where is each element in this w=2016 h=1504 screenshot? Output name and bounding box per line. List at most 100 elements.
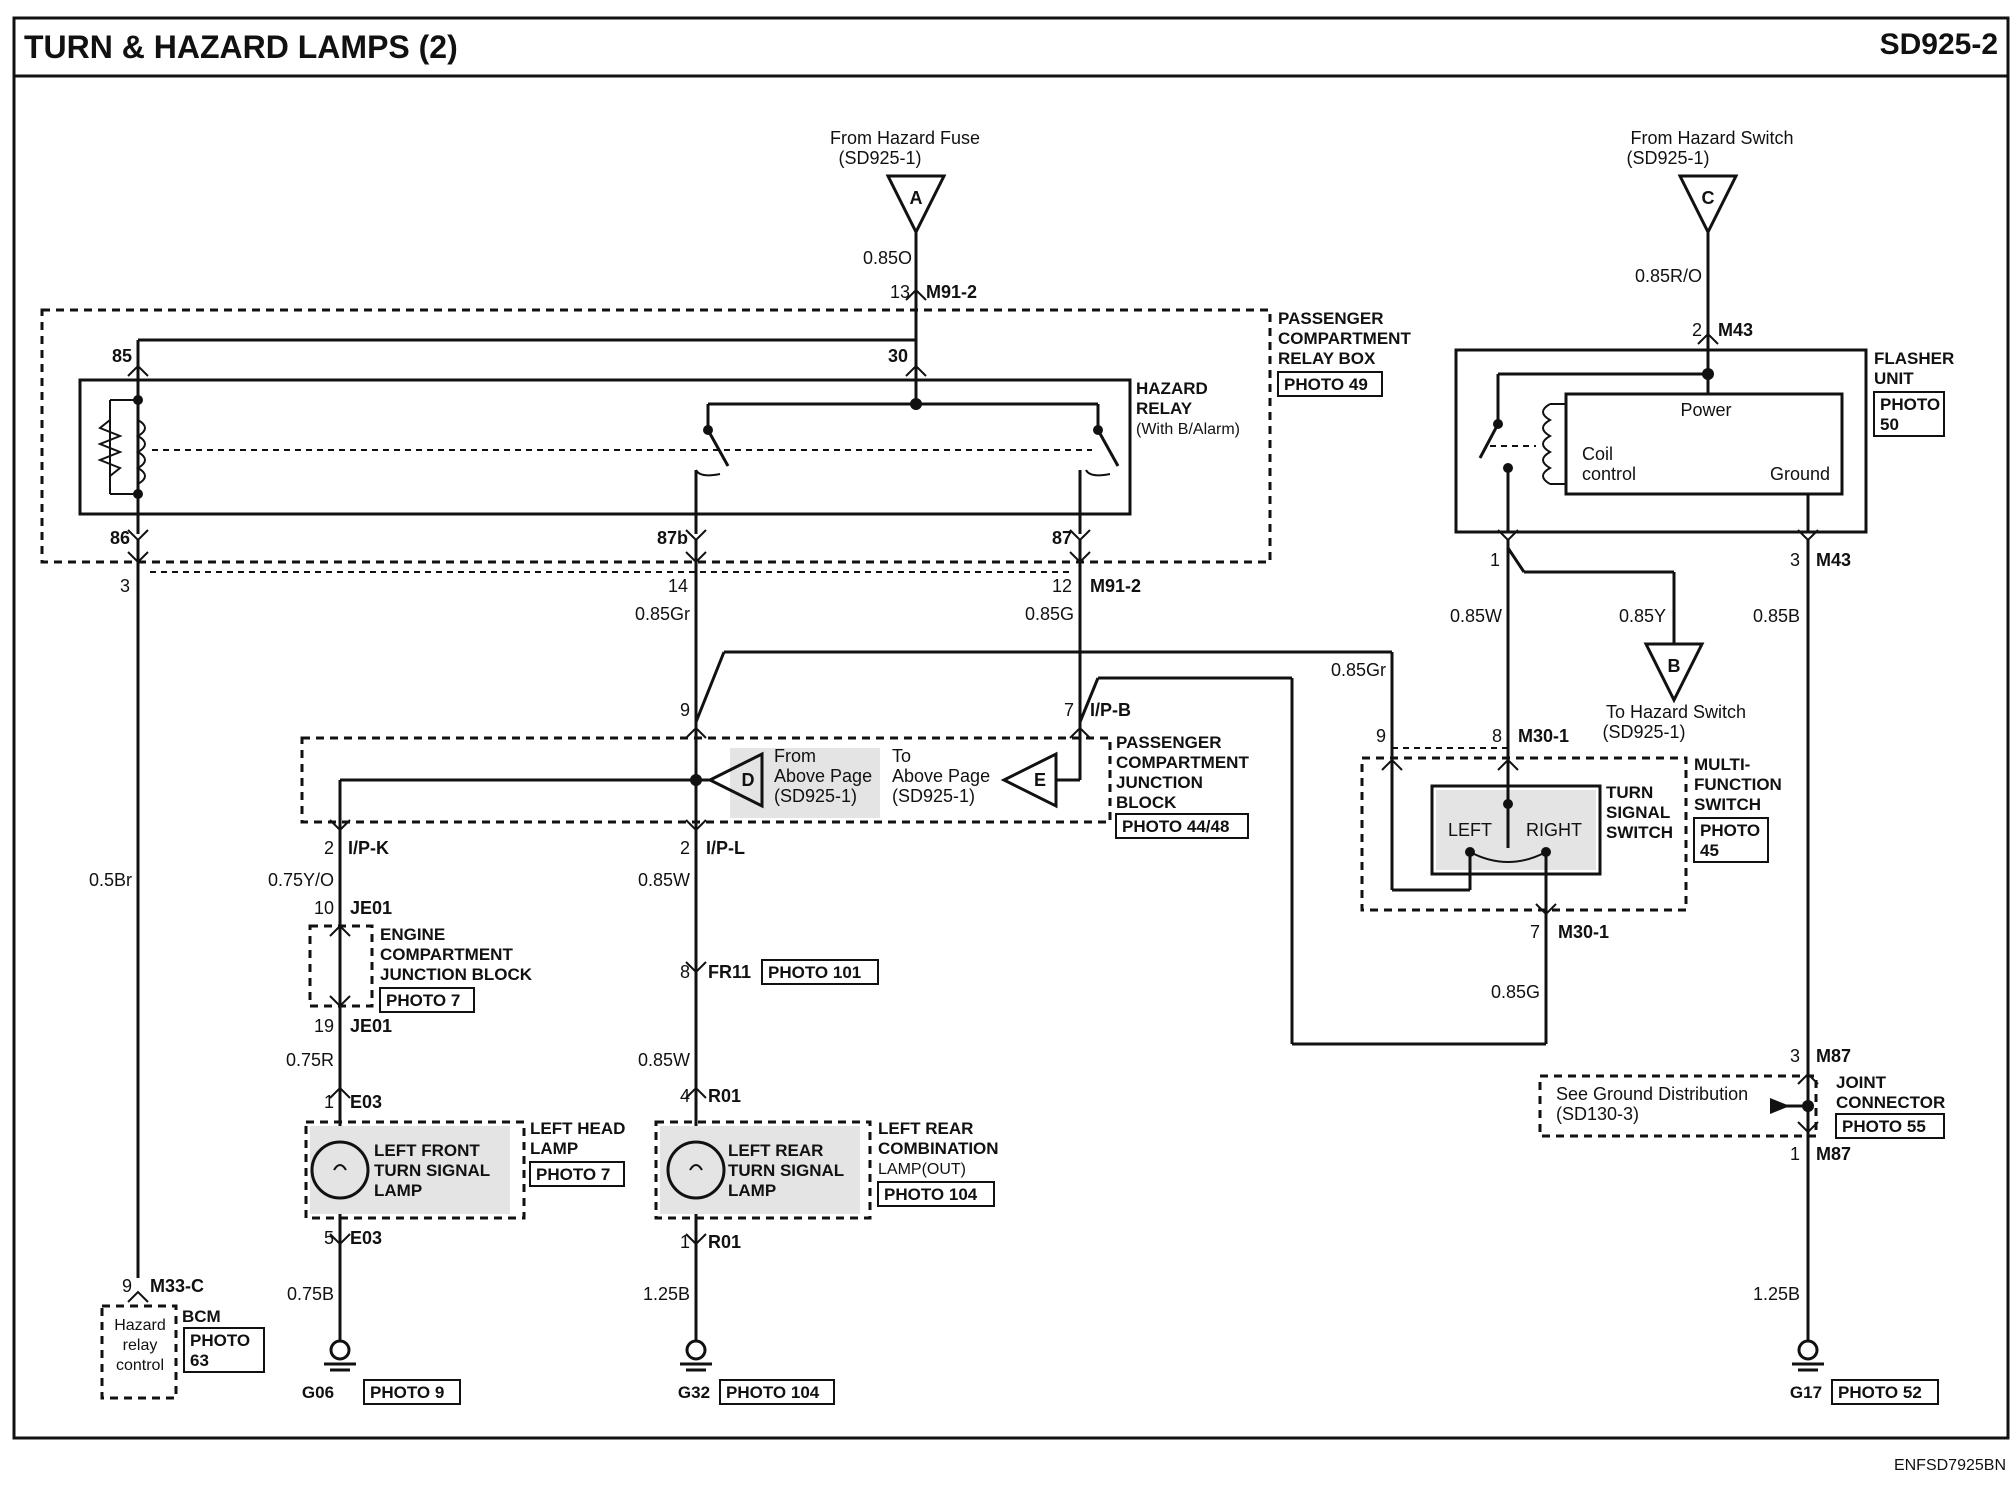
svg-text:PHOTO 55: PHOTO 55 — [1842, 1117, 1926, 1136]
svg-text:(SD130-3): (SD130-3) — [1556, 1104, 1639, 1124]
svg-text:COMPARTMENT: COMPARTMENT — [380, 945, 513, 964]
svg-text:PHOTO: PHOTO — [1700, 821, 1760, 840]
multifunction-outline — [1360, 756, 1688, 912]
relay-pin-85: 85 — [112, 346, 132, 366]
hazard-switch-source: From Hazard Switch (SD925-1) C — [1626, 128, 1794, 236]
fr11-photo-box — [761, 959, 879, 985]
ipb-pin-9: 9 — [680, 700, 690, 720]
wire-label-075r: 0.75R — [286, 1050, 334, 1070]
svg-text:control: control — [116, 1357, 164, 1374]
left-front-lamp-bulb — [310, 1140, 370, 1200]
connector-m43-bottom: M43 — [1816, 550, 1851, 570]
wire-label-05br: 0.5Br — [89, 870, 132, 890]
left-rear-lamp-label: LEFT REAR TURN SIGNAL LAMP — [728, 1141, 844, 1200]
pin-12: 12 — [1052, 576, 1072, 596]
svg-text:PASSENGER: PASSENGER — [1278, 309, 1384, 328]
svg-text:PHOTO 9: PHOTO 9 — [370, 1383, 444, 1402]
diagram-frame — [12, 16, 2010, 1440]
pin-1-flasher: 1 — [1490, 550, 1500, 570]
svg-text:To Hazard Switch: To Hazard Switch — [1606, 702, 1746, 722]
connector-ipk: I/P-K — [348, 838, 389, 858]
svg-text:E: E — [1034, 770, 1046, 790]
svg-text:PHOTO 104: PHOTO 104 — [726, 1383, 820, 1402]
flasher-module — [1564, 392, 1844, 496]
svg-text:COMPARTMENT: COMPARTMENT — [1116, 753, 1249, 772]
m30-pin-8: 8 — [1492, 726, 1502, 746]
left-rear-lamp-bulb — [666, 1140, 726, 1200]
turn-signal-switch-label: TURN SIGNAL SWITCH — [1606, 783, 1673, 842]
connector-r01-top: R01 — [708, 1086, 741, 1106]
je01-pin-10: 10 — [314, 898, 334, 918]
svg-text:CONNECTOR: CONNECTOR — [1836, 1093, 1945, 1112]
turn-switch-left: LEFT — [1448, 820, 1492, 840]
svg-text:B: B — [1668, 656, 1681, 676]
svg-text:(SD925-1): (SD925-1) — [892, 786, 975, 806]
flasher-control: control — [1582, 464, 1636, 484]
left-front-lamp-label: LEFT FRONT TURN SIGNAL LAMP — [374, 1141, 490, 1200]
connector-je01-bottom: JE01 — [350, 1016, 392, 1036]
wire-label-085o: 0.85O — [863, 248, 912, 268]
r01-pin-4: 4 — [680, 1086, 690, 1106]
multifunction-label: MULTI- FUNCTION SWITCH PHOTO 45 — [1693, 755, 1782, 863]
svg-text:PHOTO 52: PHOTO 52 — [1838, 1383, 1922, 1402]
flasher-power: Power — [1680, 400, 1731, 420]
svg-text:LEFT FRONT: LEFT FRONT — [374, 1141, 480, 1160]
svg-text:50: 50 — [1880, 415, 1899, 434]
svg-text:RELAY BOX: RELAY BOX — [1278, 349, 1376, 368]
svg-text:G32: G32 — [678, 1383, 710, 1402]
junction-block-label: PASSENGER COMPARTMENT JUNCTION BLOCK PHO… — [1115, 733, 1249, 839]
svg-text:63: 63 — [190, 1351, 209, 1370]
svg-text:JUNCTION: JUNCTION — [1116, 773, 1203, 792]
pin-3-flasher: 3 — [1790, 550, 1800, 570]
relay-box-label: PASSENGER COMPARTMENT RELAY BOX PHOTO 49 — [1277, 309, 1411, 397]
connector-m87-top: M87 — [1816, 1046, 1851, 1066]
connector-r01-bottom: R01 — [708, 1232, 741, 1252]
m30-pin-7: 7 — [1530, 922, 1540, 942]
junction-block-outline — [300, 736, 1112, 824]
svg-text:relay: relay — [123, 1337, 158, 1354]
rear-combination-label: LEFT REAR COMBINATION LAMP(OUT) PHOTO 10… — [877, 1119, 999, 1207]
svg-text:C: C — [1702, 188, 1715, 208]
connector-fr11: FR11 — [708, 962, 751, 982]
svg-text:PHOTO: PHOTO — [190, 1331, 250, 1350]
m87-pin-3: 3 — [1790, 1046, 1800, 1066]
ipl-pin: 2 — [680, 838, 690, 858]
relay-pin-87: 87 — [1052, 528, 1072, 548]
svg-text:(SD925-1): (SD925-1) — [838, 148, 921, 168]
hazard-relay-outline — [78, 378, 1132, 516]
svg-text:G17: G17 — [1790, 1383, 1822, 1402]
wire-label-085g-a: 0.85G — [1025, 604, 1074, 624]
svg-text:45: 45 — [1700, 841, 1719, 860]
wire-label-085gr-a: 0.85Gr — [635, 604, 690, 624]
ground-distribution-note: See Ground Distribution (SD130-3) — [1556, 1084, 1748, 1124]
ipk-pin: 2 — [324, 838, 334, 858]
bcm-label: BCM PHOTO 63 — [182, 1307, 265, 1373]
fr11-photo: PHOTO 101 — [768, 963, 861, 982]
svg-text:COMPARTMENT: COMPARTMENT — [1278, 329, 1411, 348]
relay-connector-pin-14: 14 — [668, 576, 688, 596]
svg-text:PHOTO 49: PHOTO 49 — [1284, 375, 1368, 394]
svg-text:LEFT REAR: LEFT REAR — [878, 1119, 973, 1138]
connector-m43-top: M43 — [1718, 320, 1753, 340]
svg-text:MULTI-: MULTI- — [1694, 755, 1750, 774]
bcm-outline — [100, 1304, 178, 1400]
svg-text:JUNCTION BLOCK: JUNCTION BLOCK — [380, 965, 533, 984]
wire-label-085b: 0.85B — [1753, 606, 1800, 626]
svg-text:FLASHER: FLASHER — [1874, 349, 1954, 368]
m87-pin-1: 1 — [1790, 1144, 1800, 1164]
wire-label-085w-a: 0.85W — [1450, 606, 1502, 626]
svg-text:TURN SIGNAL: TURN SIGNAL — [728, 1161, 844, 1180]
relay-pin-30: 30 — [888, 346, 908, 366]
pin-2: 2 — [1692, 320, 1702, 340]
connector-je01-top: JE01 — [350, 898, 392, 918]
relay-pin-86: 86 — [110, 528, 130, 548]
joint-connector-label: JOINT CONNECTOR PHOTO 55 — [1835, 1073, 1945, 1139]
left-head-lamp-outline — [304, 1120, 526, 1220]
svg-text:To: To — [892, 746, 911, 766]
connector-m30-top: M30-1 — [1518, 726, 1569, 746]
svg-text:SWITCH: SWITCH — [1606, 823, 1673, 842]
left-head-lamp-label: LEFT HEAD LAMP PHOTO 7 — [529, 1119, 625, 1187]
wire-label-075yo: 0.75Y/O — [268, 870, 334, 890]
from-above-page: D From Above Page (SD925-1) — [706, 746, 872, 809]
svg-text:ENGINE: ENGINE — [380, 925, 445, 944]
